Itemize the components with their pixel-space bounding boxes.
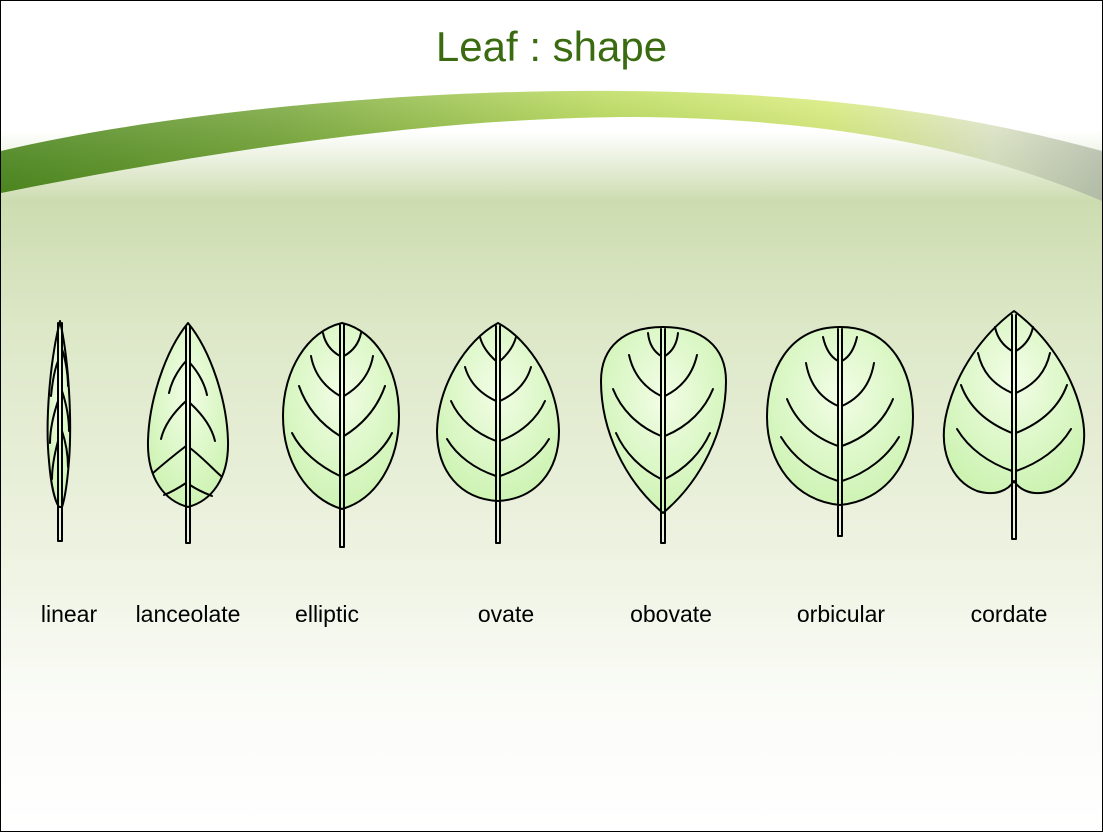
- leaf-obovate-icon: [601, 327, 726, 543]
- leaf-label-elliptic: elliptic: [295, 599, 359, 629]
- leaf-label-lanceolate: lanceolate: [136, 599, 241, 629]
- leaf-label-orbicular: orbicular: [797, 599, 885, 629]
- leaf-ovate-icon: [437, 323, 559, 543]
- leaf-shapes-illustration: [1, 301, 1102, 561]
- leaf-cordate-icon: [944, 311, 1084, 539]
- slide-title: Leaf : shape: [1, 19, 1102, 75]
- leaf-label-cordate: cordate: [971, 599, 1048, 629]
- leaf-label-linear: linear: [41, 599, 97, 629]
- leaf-elliptic-icon: [283, 323, 399, 547]
- leaf-lanceolate-icon: [148, 323, 228, 543]
- leaf-linear-icon: [48, 321, 71, 541]
- leaf-orbicular-icon: [767, 327, 913, 536]
- leaf-label-ovate: ovate: [478, 599, 534, 629]
- leaf-label-obovate: obovate: [630, 599, 712, 629]
